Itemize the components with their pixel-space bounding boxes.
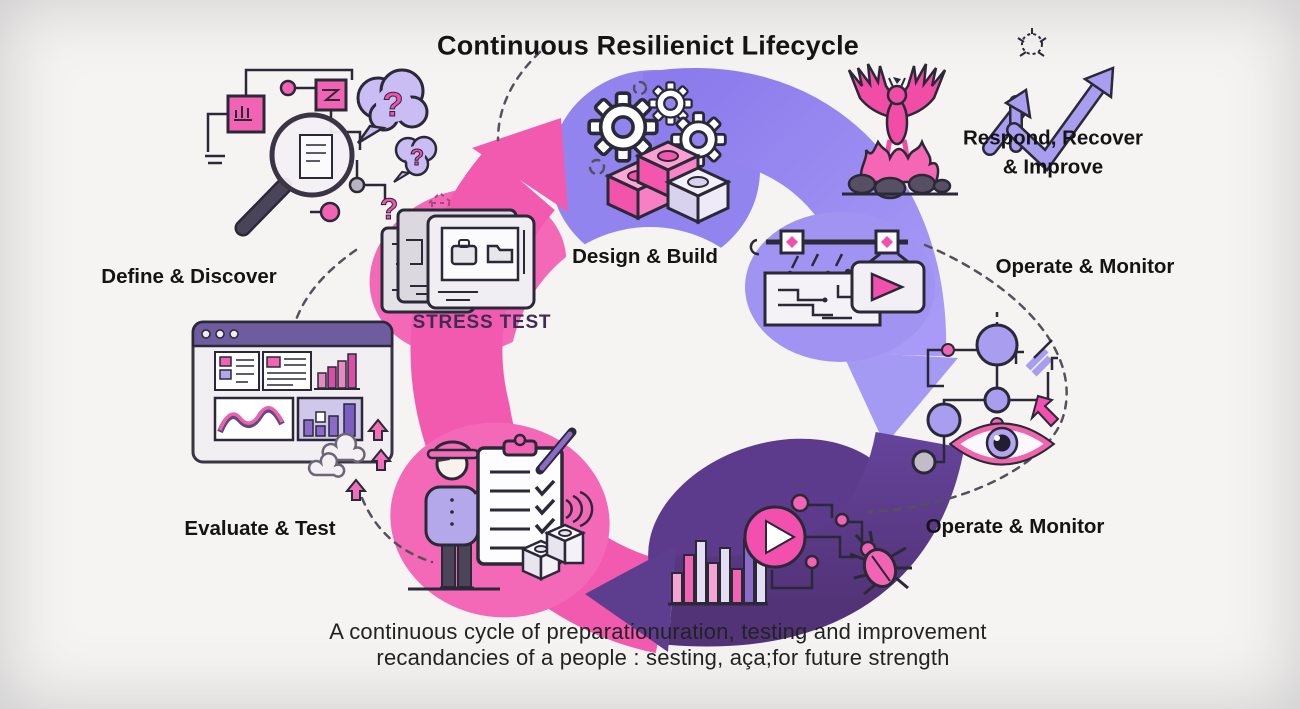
cursor-arrow-icon xyxy=(1030,394,1060,428)
cloud-icon xyxy=(307,432,366,478)
up-arrow-icon xyxy=(344,418,393,501)
growth-arrows-icon xyxy=(982,28,1115,173)
label-evaluate-test: Evaluate & Test xyxy=(184,517,336,540)
page-title: Continuous Resilienict Lifecycle xyxy=(437,30,859,61)
circuit-sprinkler-play-icon xyxy=(749,229,926,327)
question-mark: ? xyxy=(380,193,398,226)
sync-arrows-icon xyxy=(1014,339,1058,377)
thought-bubble-large xyxy=(356,68,429,145)
label-stress-test: STRESS TEST xyxy=(412,312,552,333)
thought-bubble-small xyxy=(393,135,438,183)
play-bars-bug-icon xyxy=(668,493,912,606)
eye-icon xyxy=(948,422,1056,466)
label-operate-monitor-bottom: Operate & Monitor xyxy=(925,515,1105,538)
worker-checklist-icon xyxy=(408,427,594,591)
caption-line-1: A continuous cycle of preparationuration… xyxy=(329,619,987,644)
caption-line-2: recandancies of a people : sesting, aça;… xyxy=(376,645,950,670)
network-eye-monitoring-icon xyxy=(911,312,1060,475)
label-design-build: Design & Build xyxy=(572,245,718,268)
label-operate-monitor-right: Operate & Monitor xyxy=(995,255,1175,278)
question-mark: ? xyxy=(383,86,404,124)
label-respond-recover: Respond, Recover & Improve xyxy=(963,124,1143,181)
sparkle-icon xyxy=(1017,28,1047,57)
magnifier-flowchart-icon: ? ? ? xyxy=(205,68,438,237)
gears-and-blocks-icon xyxy=(587,81,732,225)
label-respond-recover-line1: Respond, Recover xyxy=(963,126,1143,150)
bug-icon xyxy=(849,530,912,596)
dashboard-window-icon xyxy=(191,320,394,501)
blueprint-stress-test-icon xyxy=(380,191,536,314)
question-mark: ? xyxy=(410,144,424,170)
label-define-discover: Define & Discover xyxy=(101,265,277,288)
phoenix-icon xyxy=(842,63,958,200)
label-respond-recover-line2: & Improve xyxy=(1002,155,1104,178)
